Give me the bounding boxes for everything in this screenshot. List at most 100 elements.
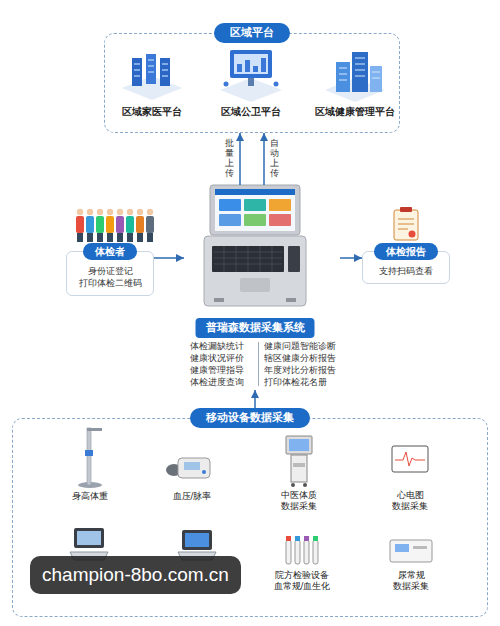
device-label: 院方检验设备 血常规/血生化	[262, 570, 342, 592]
monitor-icon	[237, 64, 242, 72]
laptop-device	[185, 533, 209, 547]
ecg-monitor	[392, 446, 428, 472]
people-figures	[77, 233, 83, 242]
people-figures	[87, 209, 93, 215]
monitor-icon	[274, 82, 279, 87]
feature-item: 打印体检花名册	[264, 376, 327, 388]
laptop-case	[204, 236, 306, 306]
flow-arrow	[263, 133, 265, 185]
urine-analyzer	[390, 540, 432, 562]
test-tubes	[286, 536, 291, 541]
report-icon	[400, 207, 412, 212]
laptop-case	[204, 185, 306, 306]
people-figures	[106, 216, 114, 233]
monitor-icon	[234, 54, 268, 74]
urine-analyzer	[395, 544, 409, 552]
heading-pill: 体检者	[83, 243, 137, 260]
ecg-monitor	[395, 452, 425, 466]
people-figures	[117, 209, 123, 215]
people-figures	[97, 233, 103, 242]
ultrasound-device	[77, 531, 101, 545]
arrow-label: 自动上传	[270, 139, 279, 179]
height-scale	[85, 450, 93, 456]
test-tubes	[295, 540, 300, 564]
server-icon	[146, 54, 156, 84]
monitor-icon	[253, 66, 258, 72]
blood-pressure-monitor	[202, 470, 206, 474]
server-icon	[132, 58, 142, 86]
monitor-icon	[230, 50, 272, 78]
people-figures	[147, 209, 153, 215]
flow-arrow	[340, 257, 362, 259]
people-figures	[137, 233, 143, 242]
device-label: 血压/脉率	[173, 491, 212, 502]
device-label: 身高体重	[72, 491, 108, 502]
blood-pressure-monitor	[166, 458, 210, 478]
report-icon	[394, 207, 418, 240]
test-tubes	[286, 536, 318, 564]
tcm-device	[286, 436, 312, 487]
people-figures	[136, 216, 144, 233]
urine-analyzer	[413, 546, 427, 549]
arrow-label: 批量上传	[225, 139, 234, 179]
monitor-icon	[261, 58, 266, 72]
monitor-icon	[220, 50, 282, 102]
height-scale	[87, 428, 91, 485]
info-card: 体检者身份证登记 打印体检二维码	[66, 251, 154, 296]
feature-item: 年度对比分析报告	[264, 364, 336, 376]
building-icon	[370, 66, 382, 92]
people-figures	[76, 209, 154, 242]
feature-item: 体检漏缺统计	[190, 340, 244, 352]
heading-pill: 区域平台	[214, 23, 290, 43]
laptop-case	[240, 278, 270, 292]
card-text: 支持扫码查看	[367, 265, 445, 277]
server-icon	[160, 58, 170, 86]
laptop-case	[244, 199, 266, 211]
people-figures	[116, 216, 124, 233]
report-icon	[398, 219, 414, 229]
feature-item: 辖区健康分析报告	[264, 352, 336, 364]
ultrasound-device	[74, 528, 104, 548]
tcm-device	[286, 436, 312, 454]
laptop-case	[215, 189, 295, 231]
laptop-case	[286, 298, 296, 302]
laptop-case	[210, 185, 300, 235]
laptop-case	[215, 189, 295, 195]
people-figures	[76, 216, 84, 233]
people-figures	[127, 209, 133, 215]
monitor-icon	[220, 78, 282, 102]
test-tubes	[304, 536, 309, 541]
people-figures	[107, 209, 113, 215]
tcm-device	[291, 455, 307, 482]
card-text: 身份证登记 打印体检二维码	[71, 265, 149, 289]
report-icon	[394, 210, 418, 240]
people-figures	[96, 216, 104, 233]
flow-arrow	[239, 133, 241, 185]
people-figures	[147, 233, 153, 242]
device-label: 中医体质 数据采集	[269, 490, 329, 512]
laptop-case	[269, 214, 291, 226]
flow-arrow	[154, 257, 184, 259]
building-icon	[325, 52, 385, 102]
people-figures	[117, 233, 123, 242]
system-panel: 普瑞森数据采集系统体检漏缺统计健康状况评价健康管理指导体检进度查询健康问题智能诊…	[184, 185, 340, 390]
people-figures	[137, 209, 143, 215]
report-icon	[409, 231, 416, 238]
platform-label: 区域健康管理平台	[315, 106, 395, 118]
heading-pill: 普瑞森数据采集系统	[196, 318, 315, 338]
tcm-device	[289, 439, 309, 451]
heading-pill: 体检报告	[374, 243, 438, 260]
watermark: champion-8bo.com.cn	[30, 556, 241, 594]
people-figures	[97, 209, 103, 215]
people-figures	[86, 216, 94, 233]
laptop-case	[212, 246, 284, 272]
device-label: 尿常规 数据采集	[381, 570, 441, 592]
laptop-case	[219, 214, 241, 226]
laptop-case	[244, 214, 266, 226]
people-figures	[126, 216, 134, 233]
platform-label: 区域公卫平台	[221, 106, 281, 118]
feature-item: 体检进度查询	[190, 376, 244, 388]
people-figures	[146, 216, 154, 233]
building-icon	[339, 58, 380, 80]
